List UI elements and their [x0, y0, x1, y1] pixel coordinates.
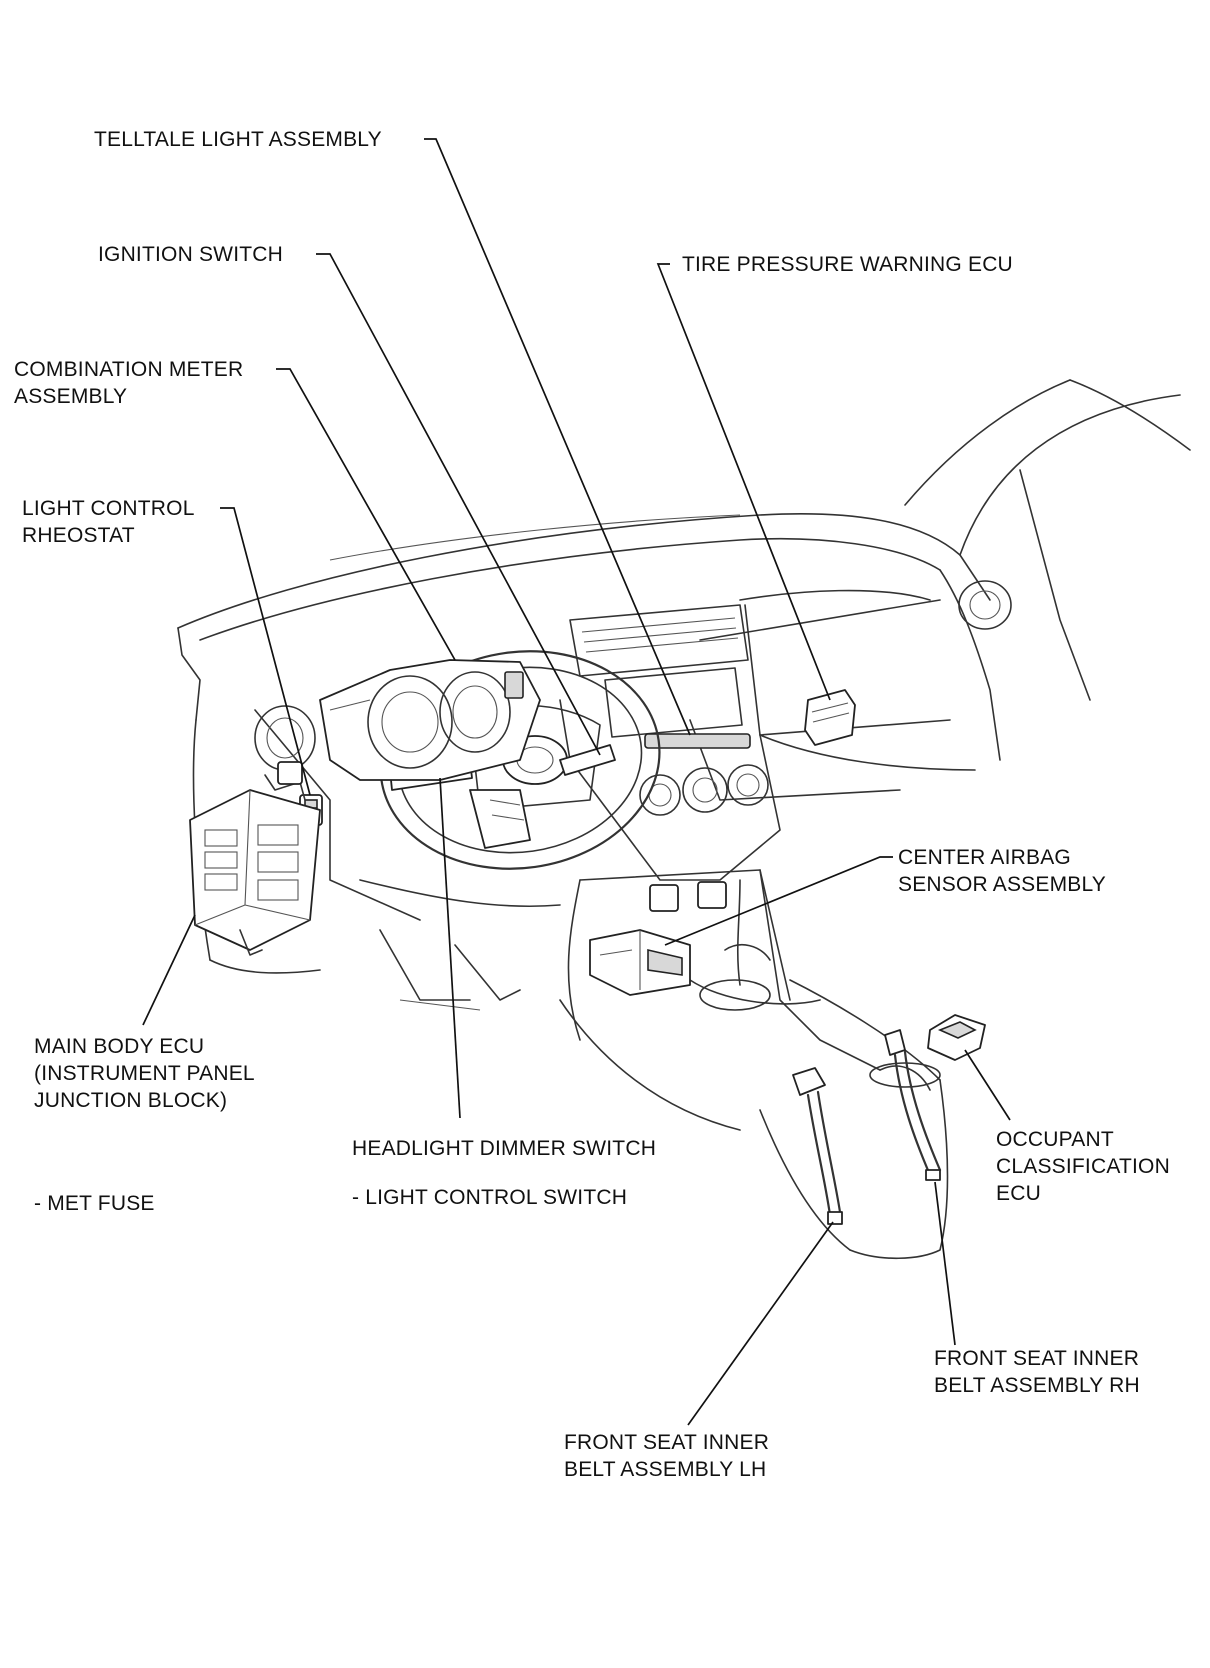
- label-met-fuse: - MET FUSE: [34, 1192, 155, 1215]
- belt-rh-component: [884, 1029, 942, 1181]
- main-body-ecu-component: [189, 761, 321, 956]
- label-combination-meter-assembly: COMBINATION METER ASSEMBLY: [14, 358, 244, 408]
- center-console: [559, 869, 881, 1131]
- seat-area: [759, 979, 949, 1260]
- label-light-control-switch: - LIGHT CONTROL SWITCH: [352, 1186, 628, 1209]
- label-light-control-rheostat: LIGHT CONTROL RHEOSTAT: [22, 497, 195, 547]
- label-tire-pressure-warning-ecu: TIRE PRESSURE WARNING ECU: [682, 253, 1013, 276]
- occupant-ecu-component: [927, 1014, 986, 1061]
- label-front-seat-inner-belt-rh: FRONT SEAT INNER BELT ASSEMBLY RH: [934, 1347, 1140, 1397]
- label-front-seat-inner-belt-lh: FRONT SEAT INNER BELT ASSEMBLY LH: [564, 1431, 770, 1481]
- tire-pressure-ecu-component: [804, 689, 856, 746]
- label-occupant-classification-ecu: OCCUPANT CLASSIFICATION ECU: [996, 1128, 1170, 1205]
- label-ignition-switch: IGNITION SWITCH: [98, 243, 283, 266]
- telltale-light-component: [644, 733, 751, 749]
- belt-lh-component: [792, 1067, 843, 1225]
- leader-lines: [142, 138, 1011, 1426]
- label-telltale-light-assembly: TELLTALE LIGHT ASSEMBLY: [94, 128, 382, 151]
- combination-meter-component: [319, 659, 541, 781]
- windshield-outline: [904, 379, 1191, 701]
- center-airbag-sensor-component: [589, 929, 691, 996]
- label-main-body-ecu: MAIN BODY ECU (INSTRUMENT PANEL JUNCTION…: [34, 1035, 255, 1112]
- label-center-airbag-sensor-assembly: CENTER AIRBAG SENSOR ASSEMBLY: [898, 846, 1107, 896]
- label-headlight-dimmer-switch: HEADLIGHT DIMMER SWITCH: [352, 1137, 657, 1160]
- steering-wheel: [379, 650, 661, 870]
